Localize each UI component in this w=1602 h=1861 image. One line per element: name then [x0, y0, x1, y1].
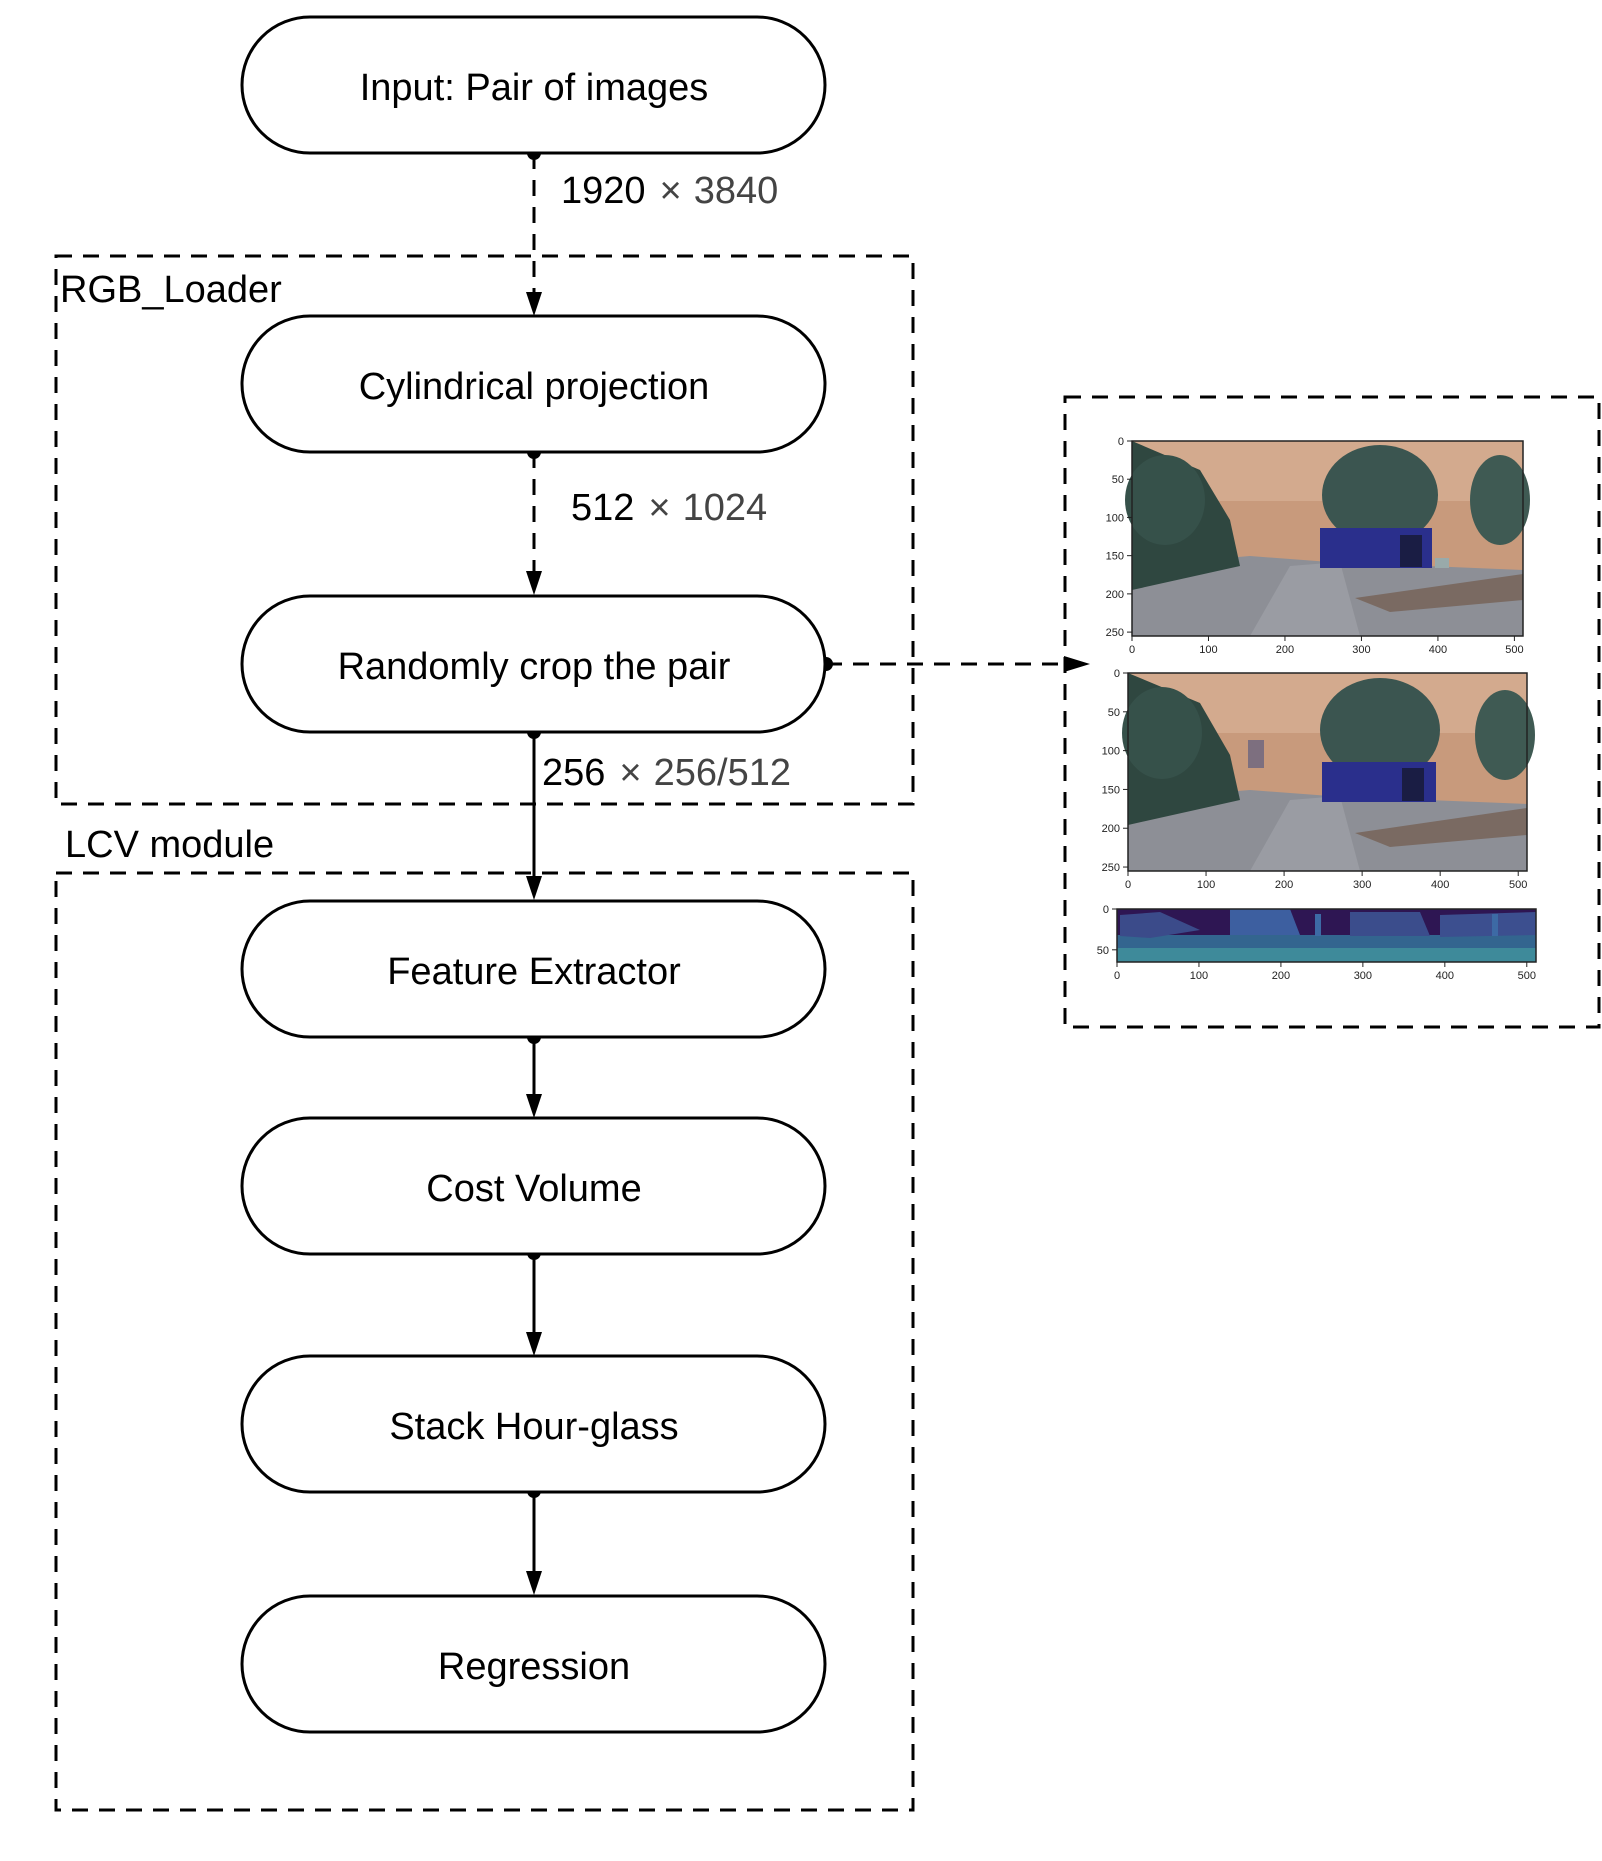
- node-stack-hourglass: Stack Hour-glass: [240, 1354, 827, 1494]
- image-2-y-tick-label: 250: [1102, 862, 1120, 874]
- group-label-rgb-loader: RGB_Loader: [60, 269, 282, 311]
- node-label-regression: Regression: [438, 1646, 630, 1688]
- group-lcv-module: LCV module: [54, 824, 915, 1812]
- node-regression: Regression: [240, 1594, 827, 1734]
- preview-depth-map: 0 100 200 300 400 500 0 50: [1097, 904, 1537, 982]
- image-1-y-tick-label: 200: [1106, 589, 1124, 601]
- depth-y-tick-label: 0: [1103, 904, 1109, 916]
- street-photo-1: [1125, 441, 1530, 636]
- depth-x-tick-label: 300: [1354, 970, 1372, 982]
- image-2-y-tick-label: 50: [1108, 707, 1120, 719]
- image-1-x-tick-label: 100: [1199, 644, 1217, 656]
- depth-x-tick-label: 0: [1114, 970, 1120, 982]
- group-label-lcv-module: LCV module: [65, 824, 274, 866]
- node-label-cyl: Cylindrical projection: [359, 366, 710, 408]
- image-1-y-tick-label: 250: [1106, 627, 1124, 639]
- image-1-x-tick-label: 300: [1352, 644, 1370, 656]
- image-2-x-tick-label: 400: [1431, 879, 1449, 891]
- image-1-y-tick-label: 0: [1118, 436, 1124, 448]
- edge-label-3: 256×256/512: [542, 752, 791, 794]
- image-1-x-tick-label: 500: [1505, 644, 1523, 656]
- image-2-x-tick-label: 300: [1353, 879, 1371, 891]
- edge-input-to-cyl: 1920×3840: [526, 146, 778, 316]
- edge-cost-to-hourglass: [526, 1246, 542, 1356]
- depth-map-strip: [1117, 909, 1536, 962]
- image-1-x-tick-label: 200: [1276, 644, 1294, 656]
- edge-crop-to-preview: [819, 656, 1090, 672]
- image-1-axes: 0 100 200 300 400 500 0 50 100 150 200 250: [1106, 436, 1524, 656]
- edge-hourglass-to-regression: [526, 1484, 542, 1595]
- depth-x-tick-label: 400: [1436, 970, 1454, 982]
- image-1-y-tick-label: 150: [1106, 551, 1124, 563]
- image-1-x-tick-label: 0: [1129, 644, 1135, 656]
- street-photo-2: [1122, 673, 1535, 871]
- node-input: Input: Pair of images: [240, 15, 827, 155]
- node-label-hourglass: Stack Hour-glass: [389, 1406, 678, 1448]
- image-2-y-tick-label: 150: [1102, 784, 1120, 796]
- depth-x-tick-label: 100: [1190, 970, 1208, 982]
- node-label-feature: Feature Extractor: [387, 951, 681, 993]
- edge-cyl-to-crop: 512×1024: [526, 445, 767, 595]
- group-rgb-loader: RGB_Loader: [54, 254, 915, 806]
- node-label-cost: Cost Volume: [426, 1168, 641, 1210]
- node-label-crop: Randomly crop the pair: [338, 646, 731, 688]
- node-cylindrical-projection: Cylindrical projection: [240, 314, 827, 454]
- image-2-x-tick-label: 200: [1275, 879, 1293, 891]
- depth-y-tick-label: 50: [1097, 945, 1109, 957]
- image-2-y-tick-label: 0: [1114, 668, 1120, 680]
- node-cost-volume: Cost Volume: [240, 1116, 827, 1256]
- depth-x-tick-label: 500: [1518, 970, 1536, 982]
- edge-label-2: 512×1024: [571, 487, 767, 529]
- edge-label-1: 1920×3840: [561, 170, 778, 212]
- image-2-axes: 0 100 200 300 400 500 0 50 100 150 200 250: [1102, 668, 1528, 891]
- image-2-y-tick-label: 100: [1102, 746, 1120, 758]
- image-2-x-tick-label: 0: [1125, 879, 1131, 891]
- image-2-x-tick-label: 100: [1197, 879, 1215, 891]
- image-1-x-tick-label: 400: [1429, 644, 1447, 656]
- image-2-y-tick-label: 200: [1102, 823, 1120, 835]
- node-random-crop: Randomly crop the pair: [240, 594, 827, 734]
- depth-x-tick-label: 200: [1272, 970, 1290, 982]
- edge-feature-to-cost: [526, 1030, 542, 1118]
- node-label-input: Input: Pair of images: [360, 67, 709, 109]
- preview-image-1: 0 100 200 300 400 500 0 50 100 150 200 250: [1106, 436, 1530, 656]
- preview-image-2: 0 100 200 300 400 500 0 50 100 150 200 250: [1102, 668, 1535, 891]
- node-feature-extractor: Feature Extractor: [240, 899, 827, 1039]
- image-2-x-tick-label: 500: [1509, 879, 1527, 891]
- image-1-y-tick-label: 50: [1112, 474, 1124, 486]
- image-1-y-tick-label: 100: [1106, 512, 1124, 524]
- depth-map-axes: 0 100 200 300 400 500 0 50: [1097, 904, 1536, 982]
